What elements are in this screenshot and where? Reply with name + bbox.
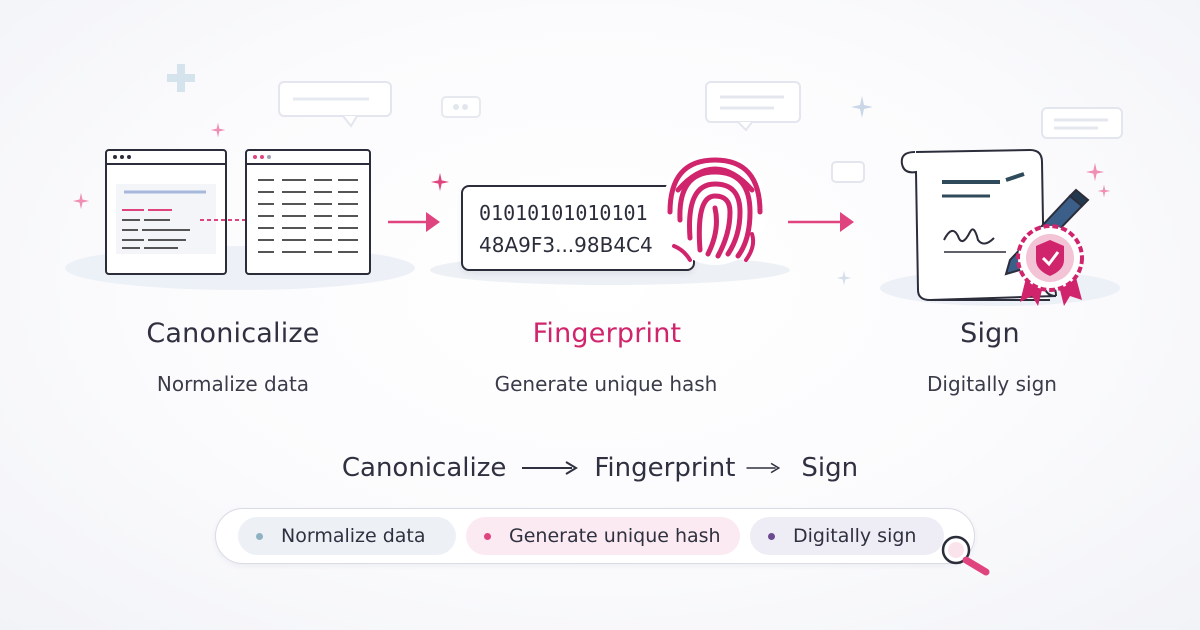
stage-subtitle-sign: Digitally sign [927, 372, 1057, 396]
arrow-icon [788, 212, 854, 232]
sparkle-icon [430, 172, 450, 192]
flow-step-fingerprint: Fingerprint [594, 453, 736, 483]
sparkle-icon [210, 122, 226, 138]
seal-check-icon [1016, 224, 1084, 306]
stage-title-sign: Sign [960, 318, 1020, 349]
flow-step-sign: Sign [801, 453, 859, 483]
sparkle-icon [836, 270, 852, 286]
flow-step-canonicalize: Canonicalize [341, 453, 507, 483]
chip-label: Digitally sign [793, 525, 917, 547]
browser-window-icon [105, 149, 227, 275]
hash-hex-text: 48A9F3...98B4C4 [479, 233, 653, 257]
stage-subtitle-fingerprint: Generate unique hash [494, 372, 718, 396]
stage-title-canonicalize: Canonicalize [146, 318, 320, 349]
certificate-icon [880, 148, 1120, 306]
chip-digitally-sign[interactable]: Digitally sign [750, 517, 944, 555]
chip-dot [484, 532, 491, 540]
flow-summary: Canonicalize Fingerprint Sign [0, 448, 1200, 488]
hash-card: 01010101010101 48A9F3...98B4C4 [461, 185, 695, 271]
chip-generate-unique-hash[interactable]: Generate unique hash [466, 517, 740, 555]
chip-dot [768, 532, 775, 540]
chip-label: Generate unique hash [509, 525, 721, 547]
sparkle-icon [1097, 184, 1111, 198]
chip-label: Normalize data [281, 525, 426, 547]
chat-bubble-icon [705, 81, 801, 132]
hash-binary-text: 01010101010101 [479, 201, 648, 225]
arrow-icon [388, 212, 440, 232]
arrow-icon [522, 461, 579, 475]
stage-title-fingerprint: Fingerprint [532, 318, 682, 349]
plus-icon [167, 64, 195, 92]
chip-dot [256, 532, 263, 540]
chip-normalize-data[interactable]: Normalize data [238, 517, 456, 555]
chat-bubble-icon [1041, 107, 1123, 139]
chat-bubble-icon [831, 161, 865, 183]
fingerprint-icon [662, 151, 768, 265]
magnifier-icon[interactable] [938, 532, 994, 580]
sparkle-icon [1085, 162, 1105, 182]
chat-bubble-icon [278, 81, 392, 128]
sparkle-icon [851, 96, 873, 118]
chat-bubble-icon [441, 96, 481, 118]
sparkle-icon [72, 192, 90, 210]
canonicalize-illustration [65, 149, 415, 290]
search-bar[interactable]: Normalize data Generate unique hash Digi… [215, 508, 975, 564]
arrow-icon [746, 462, 781, 474]
browser-window-icon [245, 149, 371, 275]
stage-subtitle-canonicalize: Normalize data [156, 372, 310, 396]
